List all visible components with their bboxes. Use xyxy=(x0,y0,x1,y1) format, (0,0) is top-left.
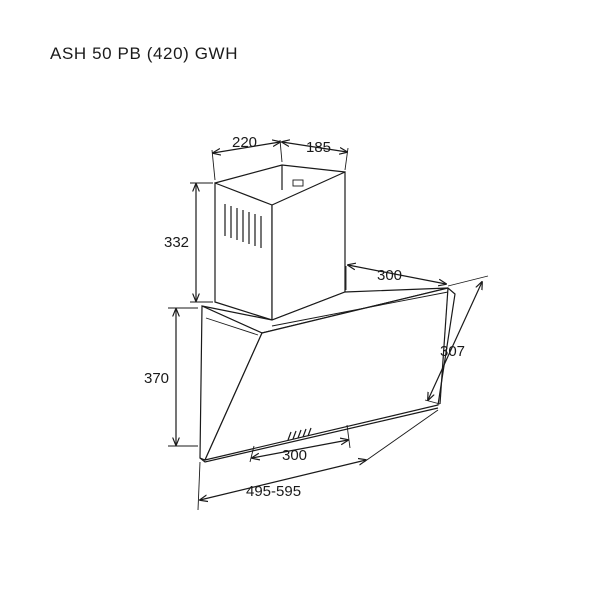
dimension-body-height: 370 xyxy=(144,307,198,447)
dimension-chimney-depth: 185 xyxy=(282,139,348,171)
chimney-vent-slots xyxy=(224,204,262,248)
dimension-canopy-depth: 300 xyxy=(345,265,489,290)
chimney-width-label: 220 xyxy=(232,134,257,151)
body-height-label: 370 xyxy=(144,370,169,387)
chimney-cover xyxy=(214,164,346,321)
dimension-glass-height: 307 xyxy=(424,282,482,405)
chimney-height-label: 332 xyxy=(164,234,189,251)
bottom-depth-label: 300 xyxy=(282,447,307,464)
chimney-depth-label: 185 xyxy=(306,139,331,156)
model-title: ASH 50 PB (420) GWH xyxy=(50,44,239,63)
glass-height-label: 307 xyxy=(440,343,465,360)
overall-width-label: 495-595 xyxy=(246,483,301,500)
dimension-chimney-height: 332 xyxy=(164,182,213,303)
dimension-chimney-width: 220 xyxy=(212,134,283,181)
dimension-overall-width: 495-595 xyxy=(197,409,439,511)
canopy-depth-label: 300 xyxy=(377,267,402,284)
hood-body xyxy=(199,287,456,463)
